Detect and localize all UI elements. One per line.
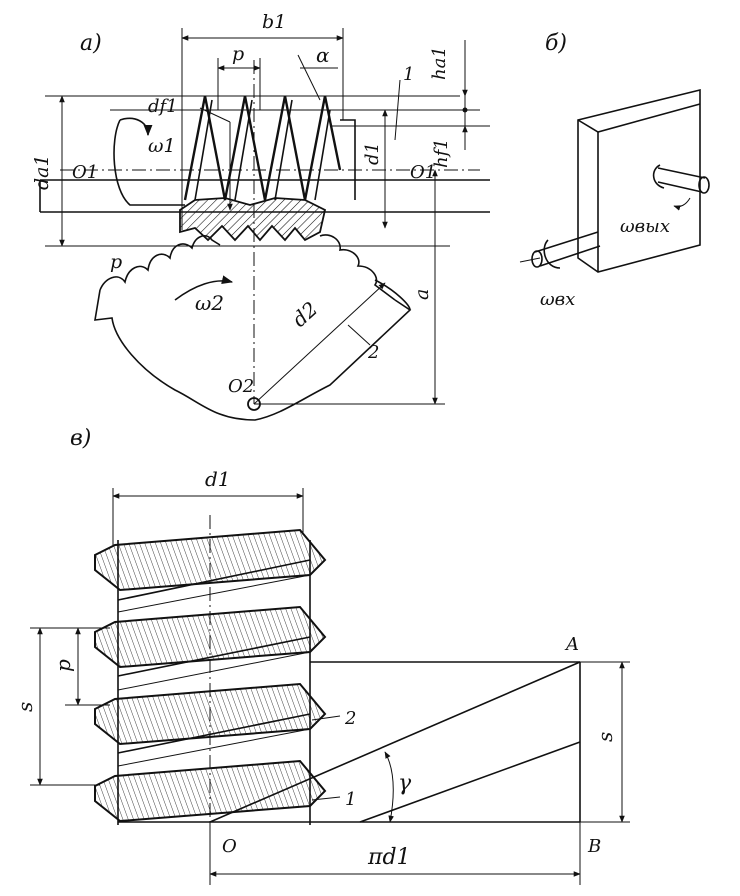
c-d1-label: d1 [205,467,231,491]
a-label: a [411,289,433,300]
wheel-p-label: p [110,251,122,273]
gamma-label: γ [398,771,412,796]
panel-a: а) b1 p [31,11,490,421]
hf1-label: hf1 [431,138,452,168]
omega-out-label: ωвых [620,216,670,237]
worm-leader [394,79,401,141]
panel-c: в) d1 γ p [13,426,630,885]
worm-number-label: 1 [403,64,414,85]
p-label: p [232,43,244,65]
point-B: B [587,836,601,857]
input-shaft [534,231,601,267]
O2-label: O2 [228,376,254,397]
panel-b-label: б) [545,31,567,56]
panel-a-label: а) [80,31,102,56]
omega2-label: ω2 [195,291,224,315]
alpha-label: α [316,43,330,67]
d2-dim-line [253,282,386,405]
omega1-label: ω1 [148,135,176,157]
wheel-teeth [99,234,396,301]
b1-label: b1 [262,11,286,33]
c-s-right-label: s [593,732,617,742]
gearbox-top-edge [577,103,701,133]
helix-threads [94,528,327,823]
omega-in-label: ωвх [540,289,575,310]
da1-label: da1 [31,154,53,190]
c-pi-d1-label: πd1 [367,845,411,870]
omega-out-arrow [673,197,691,211]
helix-1-label: 1 [345,789,356,810]
O1-right-label: O1 [410,162,436,183]
omega2-arrow [174,275,234,301]
ha1-label: ha1 [429,46,450,80]
panel-c-label: в) [70,426,91,451]
wheel-leader [347,324,371,346]
wheel-number-label: 2 [367,342,379,363]
df1-label: df1 [148,96,178,117]
c-helix-line-2 [359,741,581,823]
panel-b: б) ωвых ωвх [519,31,710,310]
gearbox-outline [577,88,701,273]
d1-label: d1 [362,142,383,165]
c-s-left-label: s [13,702,37,712]
c-helix-line [209,661,581,823]
point-A: A [564,634,579,655]
O1-label: O1 [72,162,98,183]
omega1-arrow [119,117,153,137]
d2-label: d2 [287,297,322,332]
output-shaft [657,167,706,193]
point-O: O [222,836,237,857]
alpha-ext-1 [297,54,321,101]
helix-2-label: 2 [344,708,356,729]
gamma-arc [384,751,394,823]
wheel-body-outline [94,289,412,421]
wheel-hatched-section [179,197,327,242]
c-p-label: p [51,659,75,672]
